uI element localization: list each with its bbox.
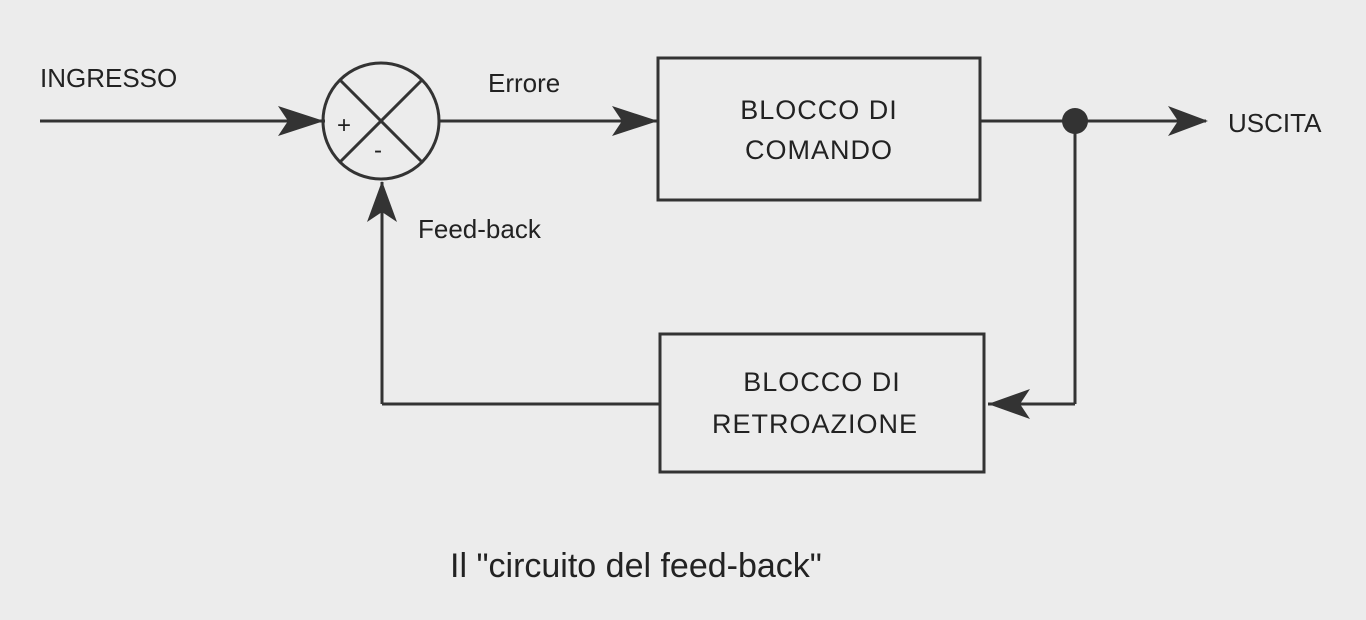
plus-sign: + — [337, 112, 351, 139]
diagram-caption: Il "circuito del feed-back" — [450, 547, 822, 585]
error-arrow — [612, 106, 658, 136]
input-label: INGRESSO — [40, 63, 177, 93]
feedback-block-line1: BLOCCO DI — [743, 367, 901, 397]
command-block-line2: COMANDO — [745, 135, 893, 165]
minus-sign: - — [374, 137, 382, 164]
command-block — [656, 56, 982, 202]
input-arrow — [278, 106, 324, 136]
feedback-block — [658, 332, 986, 474]
error-label: Errore — [488, 68, 560, 98]
feedback-junction-arrow — [367, 181, 397, 222]
feedback-block-arrow — [988, 389, 1030, 419]
output-label: USCITA — [1228, 108, 1322, 138]
command-block-line1: BLOCCO DI — [740, 95, 898, 125]
feedback-block-line2: RETROAZIONE — [712, 409, 918, 439]
output-arrow — [1168, 106, 1208, 136]
feedback-label: Feed-back — [418, 214, 542, 244]
